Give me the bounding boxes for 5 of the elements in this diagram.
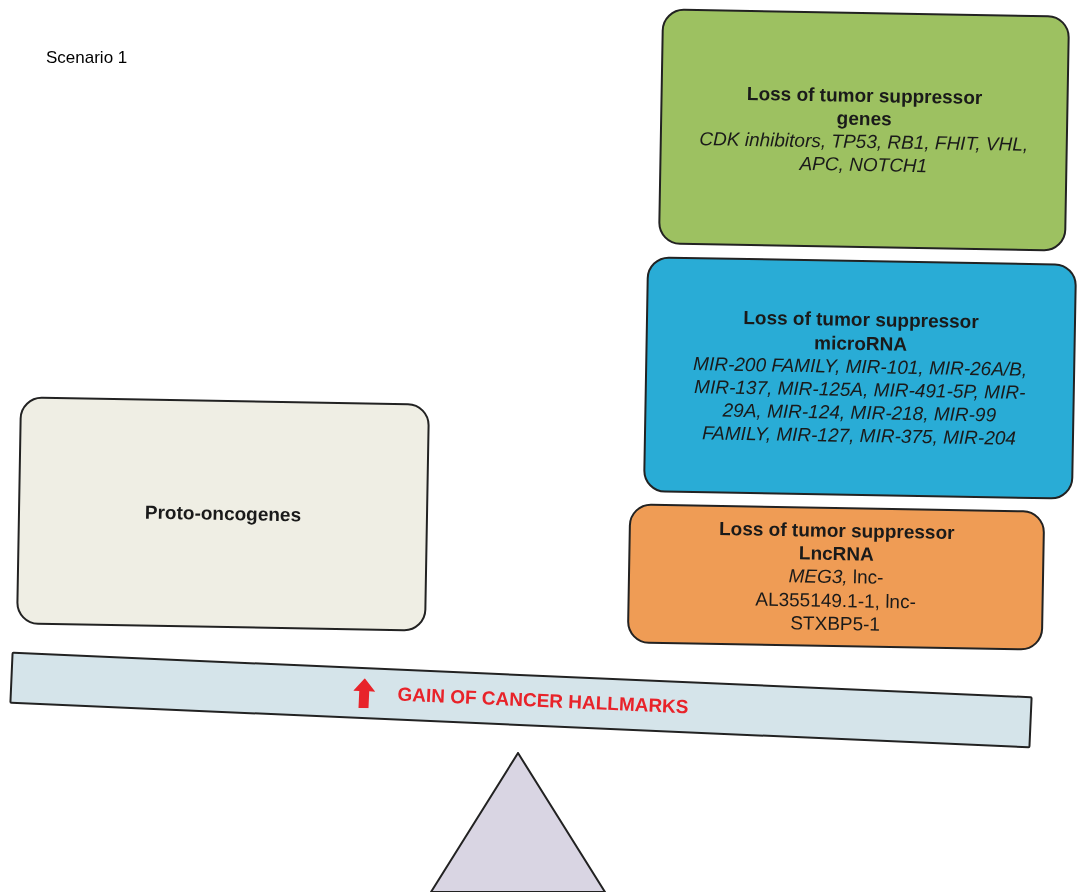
card-heading: Proto-oncogenes xyxy=(144,501,302,527)
fulcrum-triangle xyxy=(430,752,606,892)
card-body: MEG3, lnc-AL355149.1-1, lnc-STXBP5-1 xyxy=(754,564,918,637)
scenario-title: Scenario 1 xyxy=(46,48,128,68)
beam-label: GAIN OF CANCER HALLMARKS xyxy=(396,683,689,719)
